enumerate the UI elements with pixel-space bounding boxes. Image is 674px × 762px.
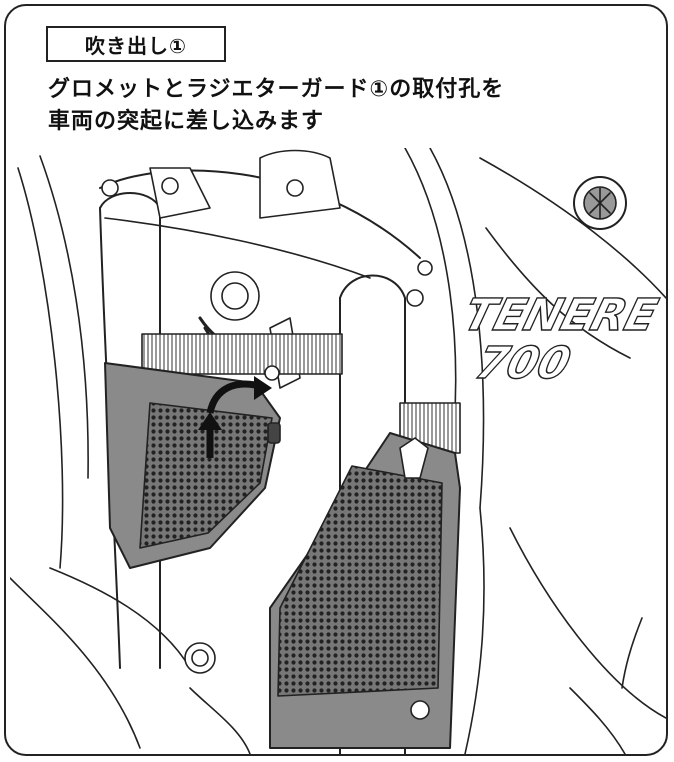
radiator-guard-illustration: TENERE 700 — [10, 148, 666, 754]
model-text: 700 — [470, 337, 576, 389]
insert-arrow-icon — [198, 376, 272, 458]
callout-frame — [4, 4, 668, 756]
callout-label-text: 吹き出し① — [85, 33, 187, 58]
instruction-line-2: 車両の突起に差し込みます — [48, 109, 325, 134]
brand-text: TENERE — [458, 289, 663, 341]
tenere-700-logo: TENERE 700 — [458, 288, 664, 389]
instruction-line-1: グロメットとラジエターガード①の取付孔を — [48, 77, 505, 102]
instruction-text: グロメットとラジエターガード①の取付孔を 車両の突起に差し込みます — [48, 74, 648, 138]
callout-label: 吹き出し① — [46, 26, 226, 62]
